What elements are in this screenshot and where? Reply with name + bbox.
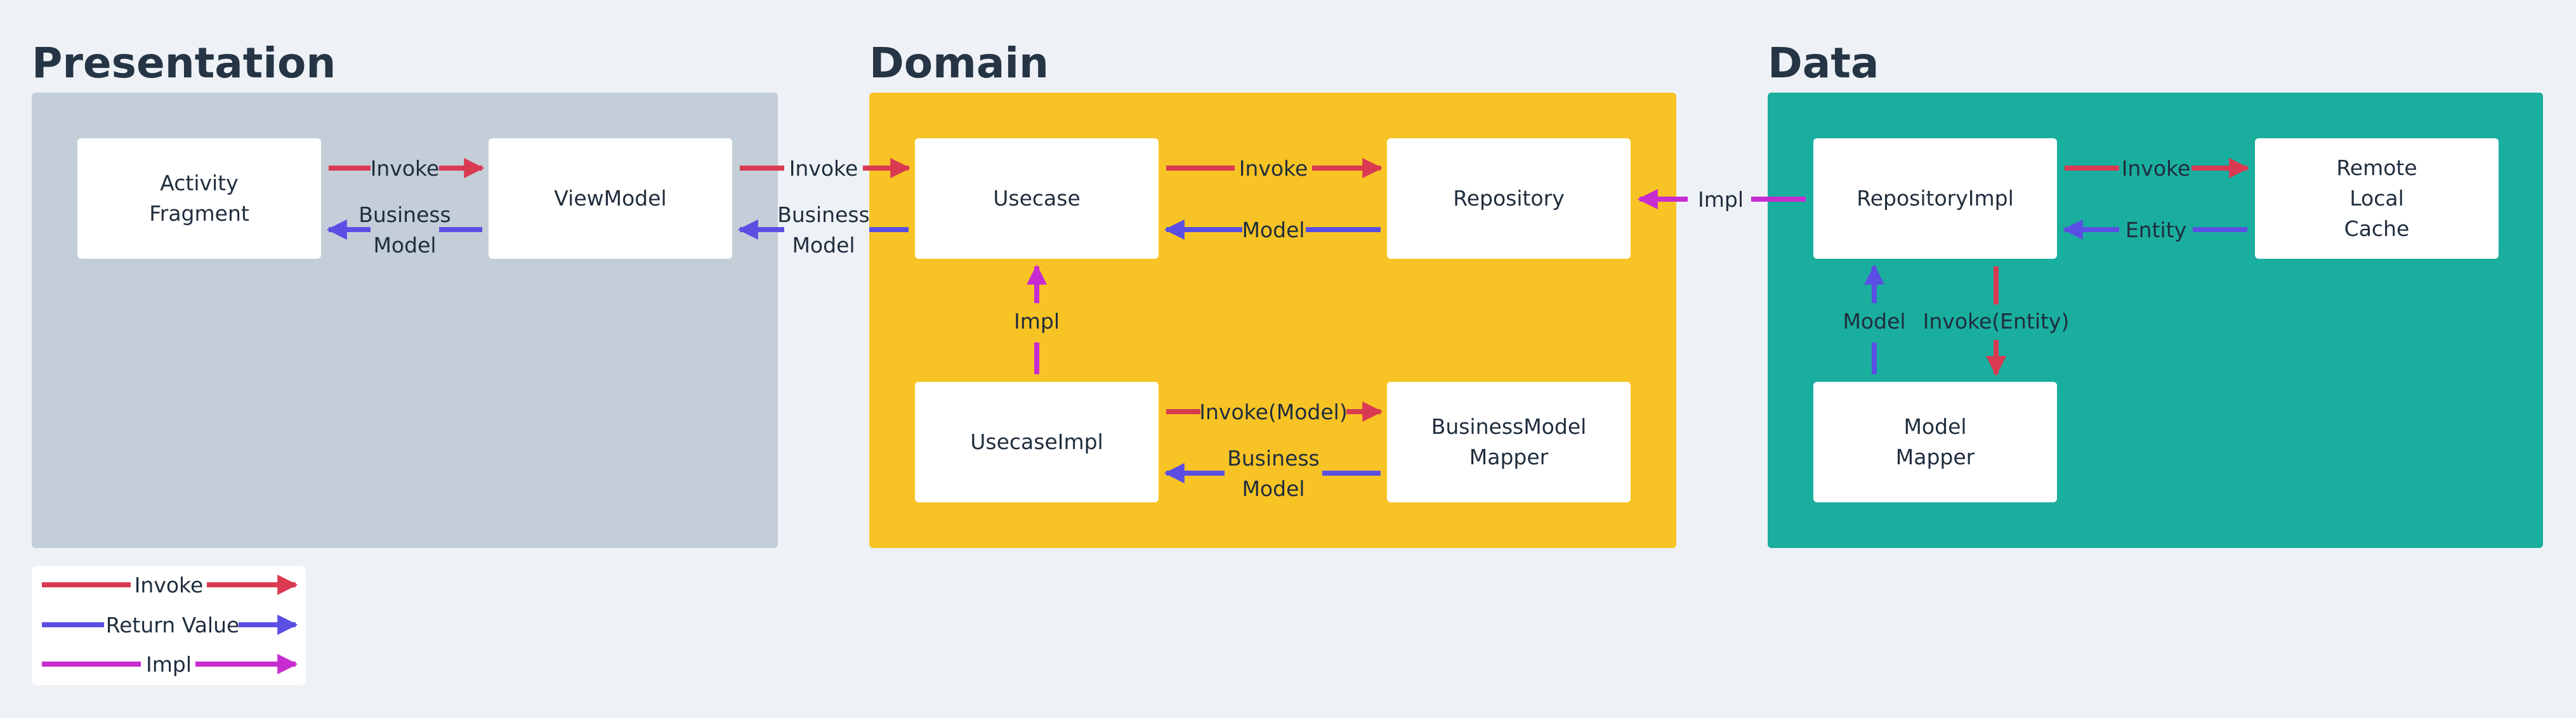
usecase-impl-node: UsecaseImpl — [915, 382, 1159, 502]
af-vm-invoke-label: Invoke — [371, 156, 440, 181]
legend-impl-label: Impl — [146, 652, 192, 677]
model-mapper-node: Model Mapper — [1813, 382, 2057, 502]
bmm-ucimpl-return-label-2: Model — [1242, 476, 1304, 501]
data-title: Data — [1768, 39, 1879, 88]
uc-repo-invoke-label: Invoke — [1239, 156, 1308, 181]
mm-repoimpl-return-label: Model — [1843, 309, 1905, 334]
viewmodel-node: ViewModel — [489, 138, 732, 259]
repoimpl-rlc-invoke-label: Invoke — [2122, 156, 2191, 181]
presentation-title: Presentation — [32, 39, 336, 88]
uc-vm-return-label-2: Model — [792, 233, 855, 258]
uc-vm-return-label-1: Business — [777, 202, 870, 227]
repoimpl-repo-impl-label: Impl — [1698, 187, 1744, 212]
usecase-node: Usecase — [915, 138, 1159, 259]
bmm-ucimpl-return-label-1: Business — [1227, 446, 1320, 471]
business-model-mapper-node: BusinessModel Mapper — [1387, 382, 1631, 502]
legend-invoke-label: Invoke — [135, 573, 204, 597]
legend-return-label: Return Value — [106, 613, 240, 637]
repo-uc-return-label: Model — [1242, 218, 1304, 242]
rlc-repoimpl-return-label: Entity — [2126, 218, 2186, 242]
vm-af-return-label-2: Model — [373, 233, 436, 258]
ucimpl-uc-impl-label: Impl — [1014, 309, 1060, 334]
repoimpl-mm-invoke-label: Invoke(Entity) — [1923, 309, 2070, 334]
remote-local-cache-node: Remote Local Cache — [2255, 138, 2499, 259]
ucimpl-bmm-invoke-label: Invoke(Model) — [1199, 400, 1347, 424]
repository-node: Repository — [1387, 138, 1631, 259]
activity-fragment-node: Activity Fragment — [77, 138, 321, 259]
repository-impl-node: RepositoryImpl — [1813, 138, 2057, 259]
domain-title: Domain — [869, 39, 1049, 88]
vm-af-return-label-1: Business — [358, 202, 451, 227]
vm-uc-invoke-label: Invoke — [789, 156, 858, 181]
